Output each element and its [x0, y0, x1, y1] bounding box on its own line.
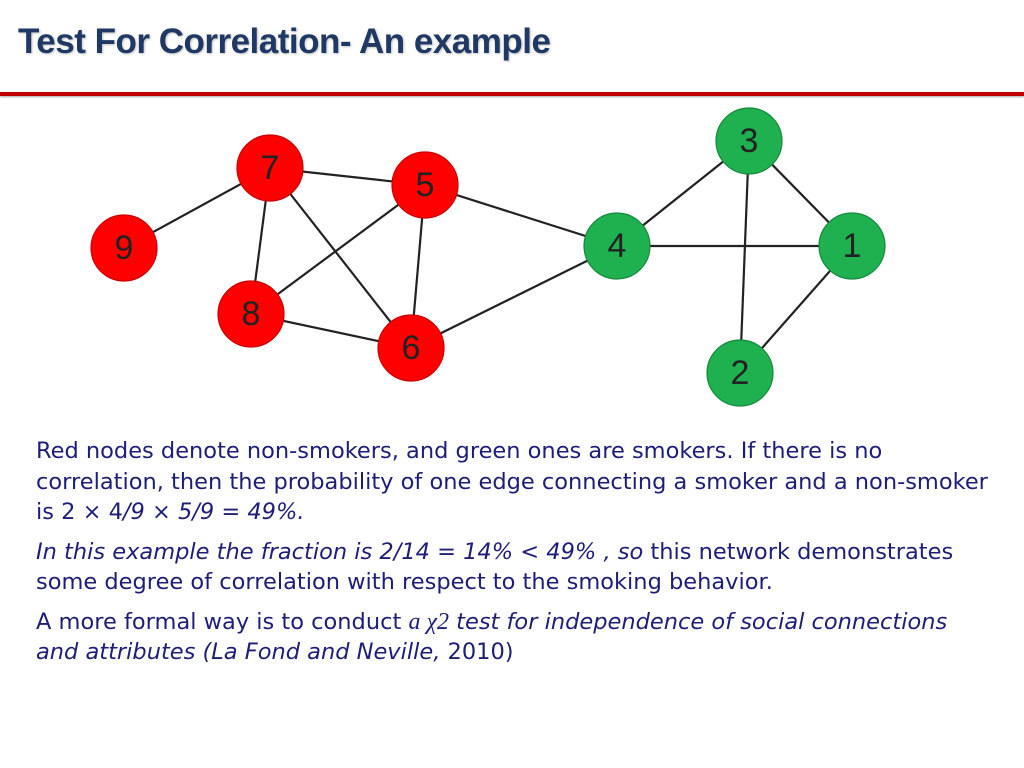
network-graph: 7 5 9 8 6 3 4 1 2 — [90, 107, 886, 407]
paragraph-1: Red nodes denote non-smokers, and green … — [36, 436, 996, 528]
p2-text: this network demonstrates some degree of… — [36, 538, 954, 596]
node-7: 7 — [236, 134, 304, 202]
p3-year-text: 2010) — [440, 639, 514, 665]
edge-3-2 — [738, 140, 751, 374]
node-1: 1 — [818, 212, 886, 280]
p1-italic-text: /9 × 5/9 = 49%. — [122, 499, 305, 525]
node-6: 6 — [377, 314, 445, 382]
non-smoker-node-circle — [377, 314, 445, 382]
smoker-node-circle — [818, 212, 886, 280]
nodes-layer: 7 5 9 8 6 3 4 1 2 — [90, 107, 886, 407]
p3-text: A more formal way is to conduct — [36, 608, 409, 635]
node-label: 4 — [608, 227, 627, 265]
edge-5-8 — [250, 184, 426, 315]
node-2: 2 — [706, 339, 774, 407]
paragraph-2: In this example the fraction is 2/14 = 1… — [36, 537, 996, 598]
node-8: 8 — [217, 280, 285, 348]
smoker-node-circle — [715, 107, 783, 175]
page-title: Test For Correlation- An example — [18, 22, 551, 61]
non-smoker-node-circle — [217, 280, 285, 348]
non-smoker-node-circle — [236, 134, 304, 202]
node-label: 3 — [740, 122, 759, 160]
explanation-text: Red nodes denote non-smokers, and green … — [36, 436, 996, 677]
node-label: 8 — [242, 295, 261, 333]
p3-italic-text: test for independence of social connecti… — [36, 608, 948, 666]
chi-square-symbol: a χ2 — [408, 608, 449, 635]
node-label: 9 — [115, 229, 134, 267]
title-divider — [0, 92, 1024, 96]
node-3: 3 — [715, 107, 783, 175]
node-label: 7 — [261, 149, 280, 187]
smoker-node-circle — [583, 212, 651, 280]
edge-7-6 — [269, 167, 412, 349]
p1-text: Red nodes denote non-smokers, and green … — [36, 438, 988, 525]
node-label: 5 — [416, 166, 435, 204]
node-label: 2 — [731, 354, 750, 392]
node-label: 1 — [843, 227, 862, 265]
paragraph-3: A more formal way is to conduct a χ2 tes… — [36, 607, 996, 668]
node-5: 5 — [391, 151, 459, 219]
node-label: 6 — [402, 329, 421, 367]
node-4: 4 — [583, 212, 651, 280]
non-smoker-node-circle — [90, 214, 158, 282]
non-smoker-node-circle — [391, 151, 459, 219]
edge-6-4 — [410, 245, 618, 349]
node-9: 9 — [90, 214, 158, 282]
smoker-node-circle — [706, 339, 774, 407]
p2-italic-text: In this example the fraction is 2/14 = 1… — [36, 538, 644, 565]
